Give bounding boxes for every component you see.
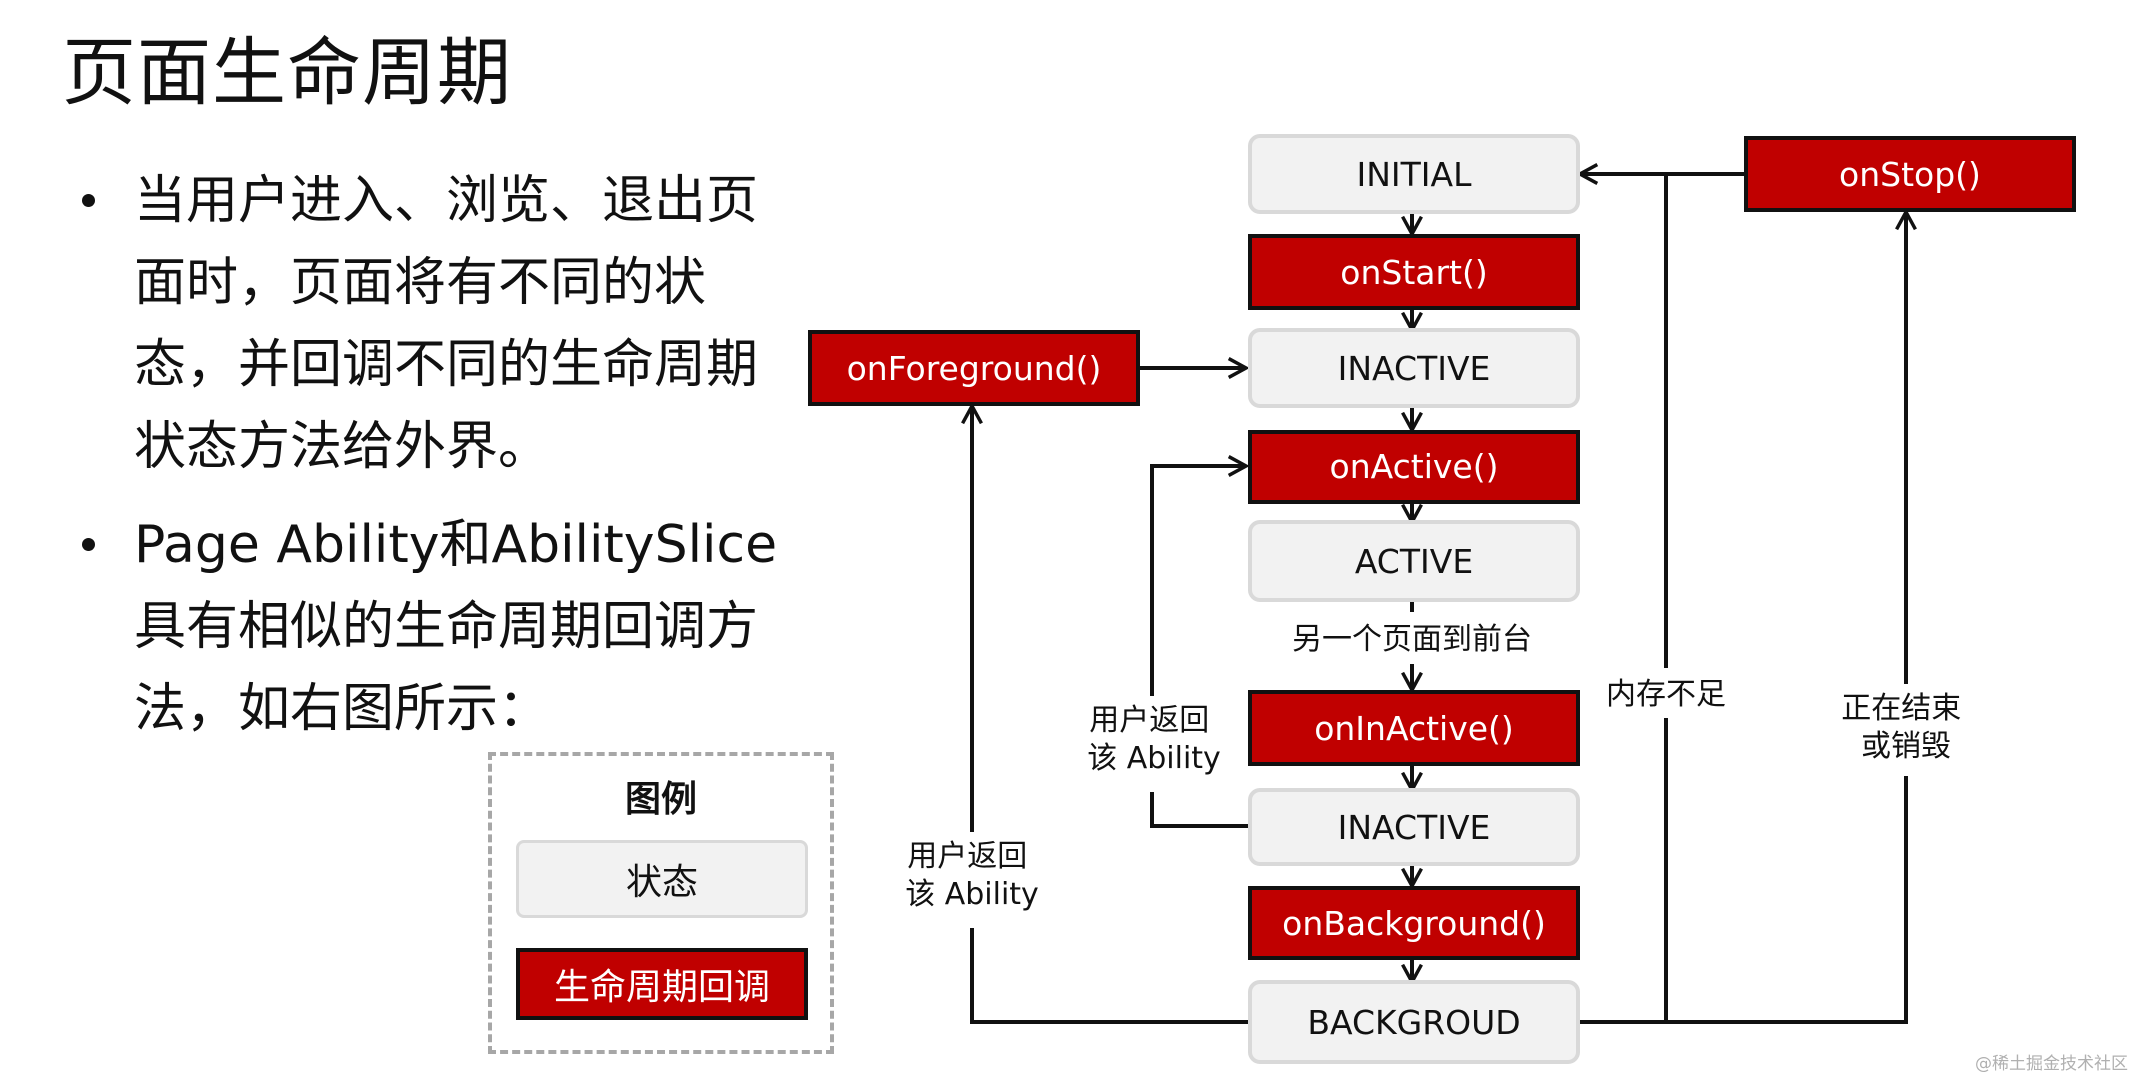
edge-background-to-onforeground <box>972 406 1250 1024</box>
label-user-return-1-line-2: 该 Ability <box>1087 741 1221 776</box>
node-background: BACKGROUD <box>1248 980 1580 1064</box>
node-onstop: onStop() <box>1744 136 2076 212</box>
bullet-text: Page Ability和AbilitySlice具有相似的生命周期回调方法，如… <box>134 515 778 739</box>
connectors <box>972 174 1906 1024</box>
watermark: @稀土掘金技术社区 <box>1975 1054 2128 1074</box>
legend-state-label: 状态 <box>625 862 698 903</box>
node-onbackground-box <box>1248 886 1580 960</box>
node-active: ACTIVE <box>1248 520 1580 602</box>
label-user-return-2-line-1: 用户返回 <box>907 839 1027 874</box>
bullet-list: 当用户进入、浏览、退出页面时，页面将有不同的状态，并回调不同的生命周期状态方法给… <box>78 160 798 766</box>
node-inactive-top-box <box>1248 328 1580 408</box>
node-inactive-bottom: INACTIVE <box>1248 788 1580 866</box>
node-onactive-label: onActive() <box>1330 447 1499 486</box>
label-finishing-line-1: 正在结束 <box>1841 691 1961 726</box>
node-inactive-bottom-label: INACTIVE <box>1338 808 1491 847</box>
bullet-dot-icon <box>82 538 95 551</box>
node-background-box <box>1248 980 1580 1064</box>
node-background-label: BACKGROUD <box>1307 1003 1520 1042</box>
label-low-memory: 内存不足 <box>1606 677 1726 712</box>
node-onforeground-label: onForeground() <box>847 349 1102 388</box>
node-initial-box <box>1248 134 1580 214</box>
page-title: 页面生命周期 <box>62 30 512 116</box>
node-onstop-box <box>1744 136 2076 212</box>
node-onactive-box <box>1248 430 1580 504</box>
label-user-return-2: 用户返回 该 Ability <box>905 839 1039 912</box>
legend-callback-swatch: 生命周期回调 <box>516 948 808 1020</box>
label-user-return-2-line-2: 该 Ability <box>905 877 1039 912</box>
node-onforeground-box <box>808 330 1140 406</box>
node-onactive: onActive() <box>1248 430 1580 504</box>
node-onstart-label: onStart() <box>1340 253 1487 292</box>
legend-title: 图例 <box>624 779 697 820</box>
edge-background-to-onstop <box>1574 212 1906 1024</box>
node-onbackground: onBackground() <box>1248 886 1580 960</box>
label-finishing-line-2: 或销毁 <box>1861 729 1951 764</box>
label-user-return-1-line-1: 用户返回 <box>1089 703 1209 738</box>
legend-state-swatch: 状态 <box>516 840 808 918</box>
bullet-item: 当用户进入、浏览、退出页面时，页面将有不同的状态，并回调不同的生命周期状态方法给… <box>78 160 798 488</box>
bullet-dot-icon <box>82 194 95 207</box>
node-onstart-box <box>1248 234 1580 310</box>
label-finishing: 正在结束 或销毁 <box>1841 691 1971 764</box>
node-onbackground-label: onBackground() <box>1282 904 1546 943</box>
legend: 图例 状态 生命周期回调 <box>488 752 834 1054</box>
node-initial: INITIAL <box>1248 134 1580 214</box>
bullet-text: 当用户进入、浏览、退出页面时，页面将有不同的状态，并回调不同的生命周期状态方法给… <box>134 171 759 477</box>
label-user-return-1: 用户返回 该 Ability <box>1087 703 1221 776</box>
node-onstop-label: onStop() <box>1839 155 1981 194</box>
node-oninactive-box <box>1248 690 1580 766</box>
node-inactive-top: INACTIVE <box>1248 328 1580 408</box>
label-another-page: 另一个页面到前台 <box>1292 622 1532 657</box>
node-initial-label: INITIAL <box>1356 155 1472 194</box>
legend-callback-label: 生命周期回调 <box>553 967 770 1008</box>
node-onstart: onStart() <box>1248 234 1580 310</box>
node-inactive-top-label: INACTIVE <box>1338 349 1491 388</box>
edge-inactive-to-onactive-loop <box>1150 466 1250 828</box>
node-oninactive: onInActive() <box>1248 690 1580 766</box>
node-oninactive-label: onInActive() <box>1314 709 1514 748</box>
bullet-item: Page Ability和AbilitySlice具有相似的生命周期回调方法，如… <box>78 504 798 750</box>
label-backgrounds <box>898 668 1976 928</box>
node-active-label: ACTIVE <box>1355 542 1473 581</box>
node-active-box <box>1248 520 1580 602</box>
node-inactive-bottom-box <box>1248 788 1580 866</box>
node-onforeground: onForeground() <box>808 330 1140 406</box>
